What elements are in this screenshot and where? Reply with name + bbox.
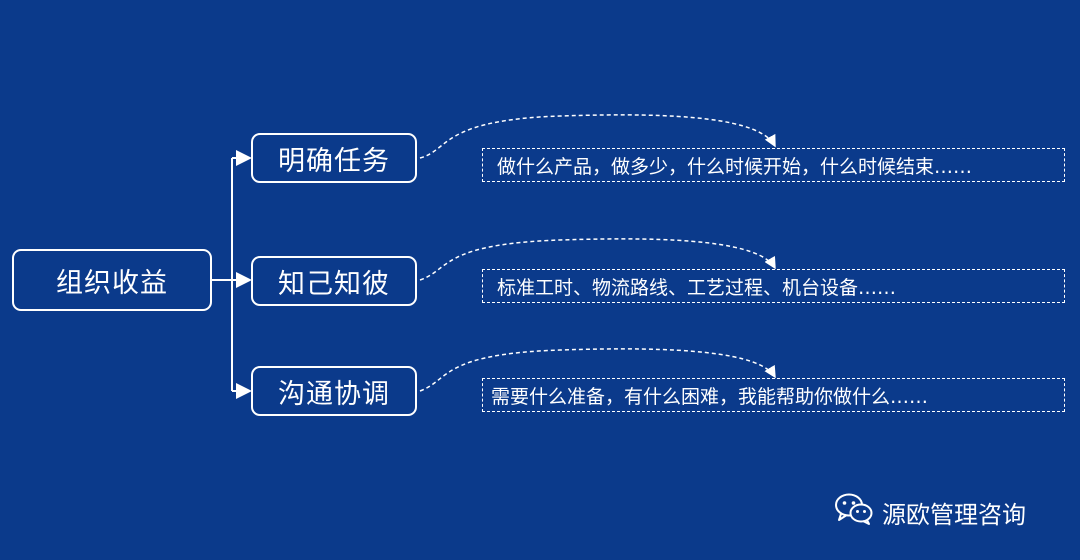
brand-name: 源欧管理咨询 xyxy=(882,500,1026,529)
dashed-arrow-1 xyxy=(419,114,776,159)
detail-text-3: 需要什么准备，有什么困难，我能帮助你做什么…… xyxy=(491,385,929,408)
branch-node-2: 知己知彼 xyxy=(251,256,417,306)
branch-node-3: 沟通协调 xyxy=(251,366,417,416)
detail-box-3: 需要什么准备，有什么困难，我能帮助你做什么…… xyxy=(482,378,1065,412)
detail-box-1: 做什么产品，做多少，什么时候开始，什么时候结束…… xyxy=(482,148,1065,182)
root-label: 组织收益 xyxy=(56,267,168,299)
detail-box-2: 标准工时、物流路线、工艺过程、机台设备…… xyxy=(482,269,1065,303)
dashed-arrow-2 xyxy=(419,238,776,281)
detail-text-2: 标准工时、物流路线、工艺过程、机台设备…… xyxy=(497,276,897,299)
root-node: 组织收益 xyxy=(12,249,212,311)
branch-label-3: 沟通协调 xyxy=(278,378,390,410)
branch-label-1: 明确任务 xyxy=(278,145,390,177)
branch-label-2: 知己知彼 xyxy=(278,268,390,300)
wechat-icon xyxy=(834,492,874,532)
detail-text-1: 做什么产品，做多少，什么时候开始，什么时候结束…… xyxy=(497,155,973,178)
brand-watermark: 源欧管理咨询 xyxy=(834,492,1026,532)
dashed-arrow-3 xyxy=(419,348,776,392)
branch-node-1: 明确任务 xyxy=(251,133,417,183)
